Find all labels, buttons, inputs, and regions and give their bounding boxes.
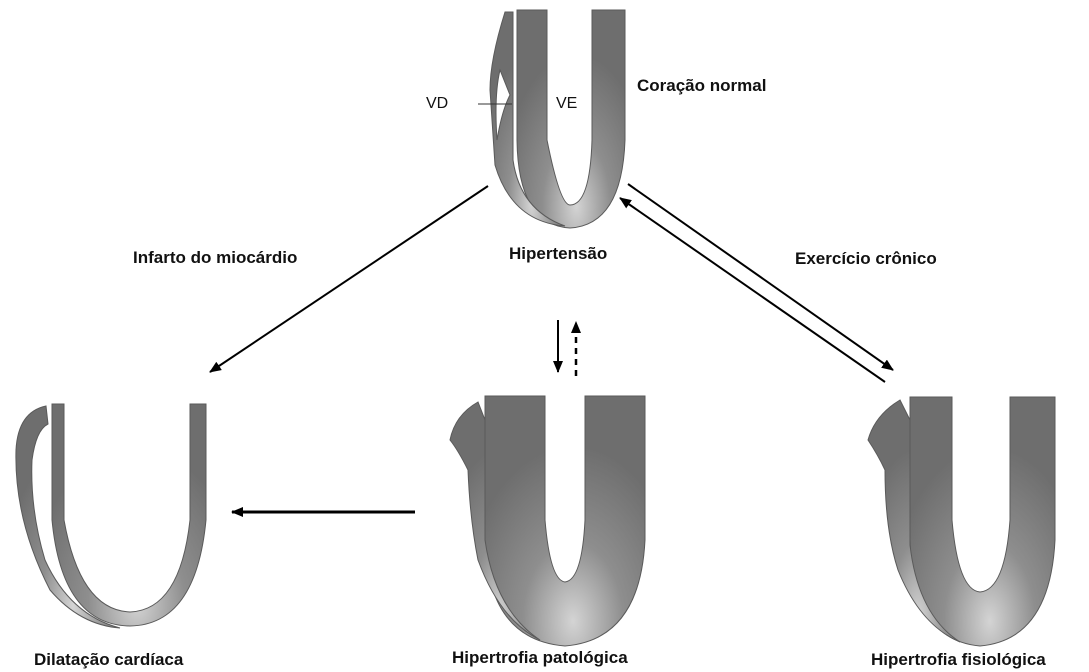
arrow-exercise-return (620, 198, 885, 382)
rv-label: VD (426, 96, 448, 112)
arrow-exercise-forward (628, 184, 893, 370)
dilated-lv-wall (52, 404, 206, 626)
infarction-label: Infarto do miocárdio (133, 249, 297, 266)
hypertension-label: Hipertensão (509, 245, 607, 262)
normal-lv-wall (517, 10, 625, 228)
normal-heart-label: Coração normal (637, 77, 766, 94)
lv-label: VE (556, 96, 577, 112)
pathological-label: Hipertrofia patológica (452, 649, 628, 666)
normal-heart (478, 10, 625, 228)
physiological-heart (868, 397, 1055, 646)
dilated-rv-wall (16, 406, 120, 628)
arrow-infarction (210, 186, 488, 372)
pathological-heart (450, 396, 645, 646)
physiological-label: Hipertrofia fisiológica (871, 651, 1046, 668)
dilatation-label: Dilatação cardíaca (34, 651, 183, 668)
physiological-lv-wall (910, 397, 1055, 646)
exercise-label: Exercício crônico (795, 250, 937, 267)
dilated-heart (16, 404, 206, 628)
